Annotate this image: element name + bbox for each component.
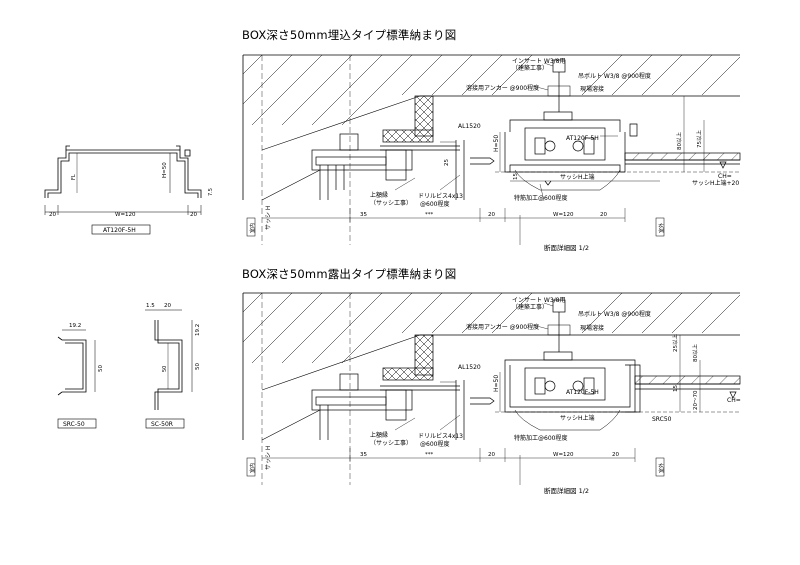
s2-al: AL1520 [458,364,481,371]
at120-dim-right: 20 [190,212,197,218]
s2-dim20: 20〜70 [693,390,699,410]
s2-ch: CH= [727,397,741,404]
src50-dim-height: 50 [98,365,104,372]
s2-upper-frame: 上額縁 [370,431,388,439]
s2-bolt: 吊ボルト W3/8 @900程度 [578,310,651,318]
sc50r-dim-50: 50 [195,363,201,370]
s2-dim-w: W=120 [553,452,574,458]
s2-insert-sub: （建築工事） [512,303,548,311]
s1-drill-pitch: @600程度 [420,200,449,208]
sc50r-dim-h: 50 [162,366,168,372]
s2-inside: 室内 [249,463,256,473]
s1-al: AL1520 [458,123,481,130]
at120-dim-width: W=120 [115,212,136,218]
s2-weld: 現場溶接 [580,324,604,332]
s1-dim-w: W=120 [553,212,574,218]
s2-h50: H=50 [493,375,500,392]
s1-sash-top: サッシH上端 [560,173,595,181]
s1-weld: 現場溶接 [580,85,604,93]
s2-sash-h: サッシ H [265,446,272,470]
s1-outside: 室外 [658,223,665,233]
s2-drill-pitch: @600程度 [420,440,449,448]
sc50r-label: SC-50R [151,421,173,428]
s2-outside: 室外 [658,463,665,473]
s1-special: 特筋加工@600程度 [514,194,567,202]
s2-anchor: 溶接用アンカー @900程度 [466,323,539,331]
s2-dim-35: 35 [360,452,367,458]
s1-insert: インサート W3/8用 [512,58,566,65]
s2-dim-20b: 20 [612,452,619,458]
title-embedded-type: BOX深さ50mm埋込タイプ標準納まり図 [242,28,457,42]
at120-dim-small: 7.5 [208,188,214,196]
src50-label: SRC-50 [63,421,85,428]
s1-anchor: 溶接用アンカー @900程度 [466,84,539,92]
s2-dim15: 15 [673,385,679,392]
s1-h50: H=50 [493,135,500,152]
s2-drill: ドリルビス4x13 [418,432,463,440]
s2-dim-star: *** [425,452,434,458]
s2-insert: インサート W3/8用 [512,297,566,304]
at120-label: AT120F-5H [103,227,136,234]
sc50r-dim-19-2: 19.2 [195,324,201,336]
s2-dim80: 80以上 [691,344,699,362]
profile-sc50r [145,309,193,429]
sc50r-dim-20: 20 [164,303,171,309]
profile-src50 [57,329,97,429]
src50-dim-top: 19.2 [69,323,81,329]
s2-src: SRC50 [652,416,672,423]
section2-drawing [242,292,741,485]
title-exposed-type: BOX深さ50mm露出タイプ標準納まり図 [242,267,457,281]
s1-caption: 断面詳細図 1/2 [544,243,589,252]
s1-dim-20b: 20 [600,212,607,218]
s1-at: AT120F-5H [566,135,599,142]
s2-upper-frame-sub: （サッシ工事） [370,439,412,447]
s1-ch-mark: CH= [718,173,732,180]
s1-inside: 室内 [249,223,256,233]
s1-dim15: 15 [513,173,519,180]
s1-dim25: 25 [444,159,450,166]
sc50r-dim-1-5: 1.5 [146,303,155,309]
s2-sash-top: サッシH上端 [560,414,595,422]
at120-dim-height: H=50 [162,162,168,178]
s1-dim75: 75以上 [695,130,703,148]
s1-upper-frame: 上額縁 [370,191,388,199]
s1-dim-35: 35 [360,212,367,218]
s2-dim-20a: 20 [488,452,495,458]
s1-ch-note: サッシH上端+20 [692,179,739,187]
s1-upper-frame-sub: （サッシ工事） [370,199,412,207]
s2-caption: 断面詳細図 1/2 [544,486,589,495]
s1-drill: ドリルビス4x13 [418,192,463,200]
s1-bolt: 吊ボルト W3/8 @900程度 [578,72,651,80]
s2-at: AT120F-5H [566,389,599,396]
s2-special: 特筋加工@600程度 [514,434,567,442]
profile-at120 [44,145,202,235]
s1-insert-sub: （建築工事） [512,64,548,72]
s1-dim-star: *** [425,212,434,218]
s1-dim80: 80以上 [675,132,683,150]
s2-dim25: 25以上 [671,334,679,352]
section1-drawing [242,54,741,245]
s1-dim-20a: 20 [488,212,495,218]
at120-dim-left: 20 [49,212,56,218]
s1-sash-h: サッシ H [265,206,272,230]
at120-dim-fl: FL [71,174,77,180]
